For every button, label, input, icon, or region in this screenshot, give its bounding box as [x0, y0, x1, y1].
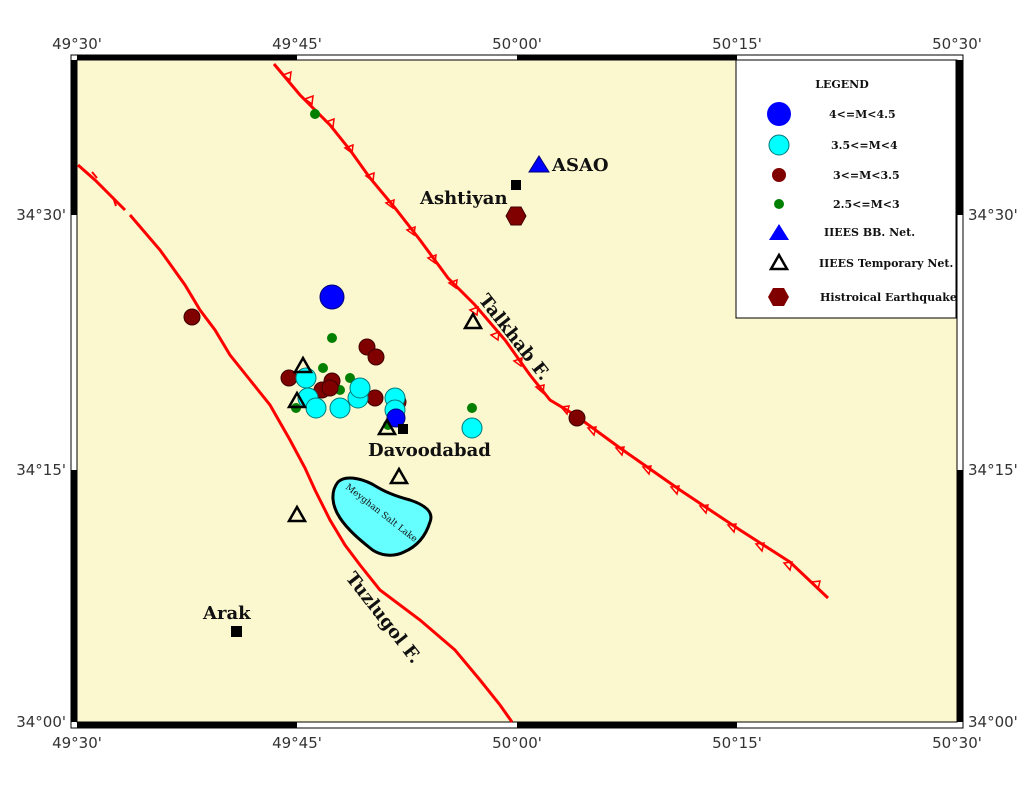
quake-m25 [327, 333, 337, 343]
legend-symbol-m35 [768, 134, 790, 156]
quake-m35 [329, 397, 351, 419]
axis-labels-left: 34°30' 34°15' 34°00' [16, 206, 66, 731]
legend-symbol-m4 [767, 102, 791, 126]
quake-m25 [467, 403, 477, 413]
legend-symbol-temp-station [768, 252, 790, 271]
legend-symbol-bb-station [769, 224, 789, 240]
tick-label-top: 50°15' [712, 35, 762, 53]
talkhab-fault [272, 63, 830, 600]
tick-label-left: 34°15' [16, 461, 66, 479]
quake-m35 [349, 377, 371, 399]
temporary-station-triangle [462, 311, 484, 330]
earthquakes-m4-4.5 [319, 284, 406, 428]
historical-earthquake-hexagon [505, 206, 527, 226]
quake-m3 [367, 348, 385, 366]
tick-label-bottom: 50°30' [932, 734, 982, 752]
tick-label-right: 34°00' [968, 713, 1018, 731]
legend-symbol-m3 [772, 168, 786, 182]
temporary-station-triangle [292, 355, 314, 374]
tick-label-left: 34°30' [16, 206, 66, 224]
quake-m25 [318, 363, 328, 373]
tick-label-top: 49°30' [52, 35, 102, 53]
legend-symbol-historical [768, 288, 789, 306]
tick-label-bottom: 50°00' [492, 734, 542, 752]
legend-label: IIEES Temporary Net. [819, 257, 953, 270]
legend-label: 4<=M<4.5 [829, 108, 896, 121]
quake-m3 [183, 308, 201, 326]
arak-label: Arak [202, 603, 251, 624]
legend-title: LEGEND [815, 78, 869, 91]
asao-label: ASAO [551, 155, 609, 176]
legend-label: 3<=M<3.5 [833, 169, 900, 182]
quake-m4 [319, 284, 345, 310]
tick-label-bottom: 49°30' [52, 734, 102, 752]
tick-label-top: 49°45' [272, 35, 322, 53]
legend: LEGEND 4<=M<4.5 3.5<=M<4 3<=M<3.5 2.5<=M… [735, 59, 957, 319]
quake-m3 [568, 409, 586, 427]
temporary-station-triangle [388, 466, 410, 485]
ashtiyan-marker [511, 180, 521, 190]
quake-m35 [461, 417, 483, 439]
broadband-station-triangle [528, 155, 550, 173]
quake-m25 [310, 109, 320, 119]
legend-symbol-m25 [774, 199, 784, 209]
axis-labels-bottom: 49°30' 49°45' 50°00' 50°15' 50°30' [52, 734, 982, 752]
davoodabad-marker [398, 424, 408, 434]
tick-label-right: 34°30' [968, 206, 1018, 224]
temporary-station-triangle [286, 390, 308, 409]
axis-labels-top: 49°30' 49°45' 50°00' 50°15' 50°30' [52, 35, 982, 53]
tick-label-bottom: 49°45' [272, 734, 322, 752]
tick-label-top: 50°00' [492, 35, 542, 53]
legend-label: 2.5<=M<3 [833, 198, 900, 211]
map-frame [70, 54, 964, 729]
temporary-stations [286, 311, 484, 523]
davoodabad-label: Davoodabad [368, 440, 491, 461]
legend-label: IIEES BB. Net. [824, 226, 915, 239]
axis-labels-right: 34°30' 34°15' 34°00' [968, 206, 1018, 731]
quake-m25 [345, 373, 355, 383]
arak-marker [231, 626, 242, 637]
legend-box [735, 59, 957, 319]
temporary-station-triangle [286, 504, 308, 523]
tuzlugol-fault [77, 163, 514, 723]
tick-label-left: 34°00' [16, 713, 66, 731]
tick-label-top: 50°30' [932, 35, 982, 53]
legend-label: Histroical Earthquake [820, 291, 957, 304]
legend-label: 3.5<=M<4 [831, 139, 898, 152]
tick-label-right: 34°15' [968, 461, 1018, 479]
quake-m35 [305, 397, 327, 419]
tick-label-bottom: 50°15' [712, 734, 762, 752]
quake-m3 [321, 379, 339, 397]
temporary-station-triangle [376, 417, 398, 436]
ashtiyan-label: Ashtiyan [419, 188, 508, 209]
